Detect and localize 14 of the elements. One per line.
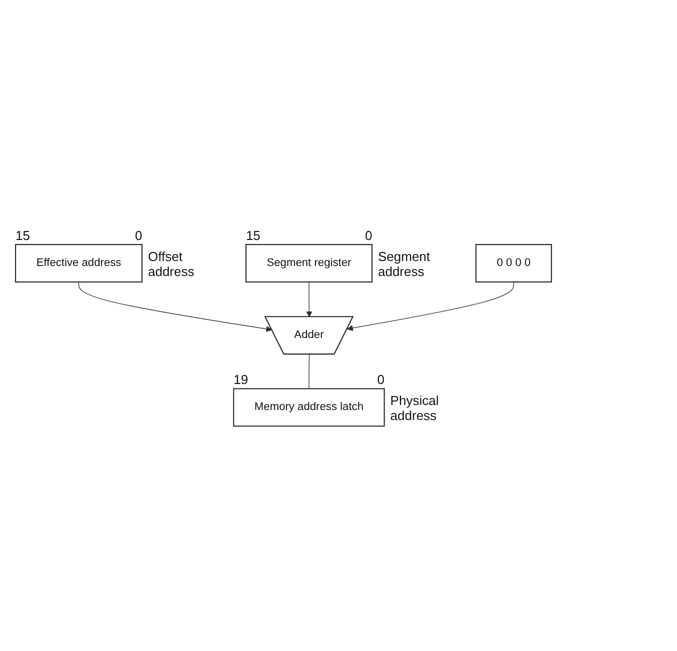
node-box: 0 0 0 0 — [475, 244, 552, 283]
arrow — [78, 282, 272, 332]
bit-number: 0 — [377, 372, 385, 387]
bit-number: 15 — [16, 228, 30, 243]
arrow — [346, 282, 514, 332]
bit-number: 0 — [364, 228, 372, 243]
bit-number: 0 — [134, 228, 142, 243]
bit-number: 15 — [246, 228, 260, 243]
arrow — [306, 282, 312, 318]
node-box: Segment register — [245, 244, 372, 283]
bit-number: 19 — [234, 372, 248, 387]
node-box: Effective address — [15, 244, 143, 283]
connector — [308, 354, 310, 390]
node-box: Memory address latch — [233, 388, 385, 427]
